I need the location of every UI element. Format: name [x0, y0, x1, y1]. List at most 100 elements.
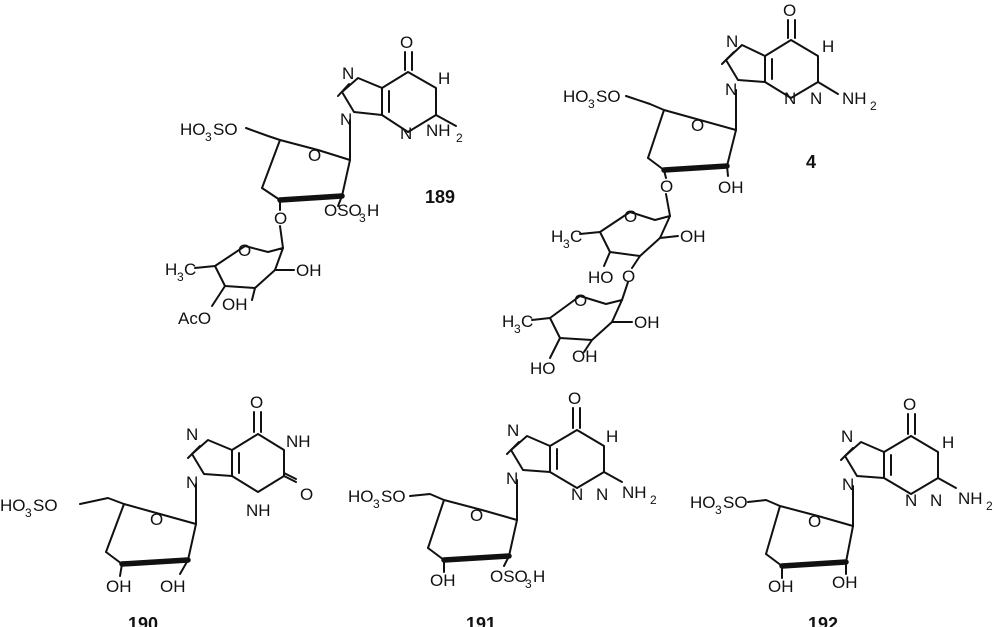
atom-label: NH	[426, 121, 451, 140]
atom-subscript: 2	[456, 131, 463, 145]
atom-label: OH	[832, 573, 858, 592]
compound-189: O H N NH 2 N N HO 3 SO O OSO 3 H O O H 3…	[165, 33, 463, 328]
compound-id-label: 190	[128, 614, 158, 627]
atom-label: AcO	[178, 309, 211, 328]
atom-label: O	[238, 241, 251, 260]
atom-label: HO	[588, 268, 614, 287]
atom-label: OSO	[490, 567, 528, 586]
atom-label: NH	[286, 432, 311, 451]
compound-190-atoms: O NH O NH N N HO 3 SO O OH OH	[0, 393, 313, 596]
compound-189-bonds	[194, 51, 457, 307]
atom-label: OH	[768, 577, 794, 596]
atom-label: N	[784, 89, 796, 108]
compound-191-atoms: O H N NH 2 N N N HO 3 SO O OH OSO 3 H	[348, 389, 657, 591]
atom-label: NH	[958, 489, 983, 508]
atom-label: O	[660, 177, 673, 196]
atom-label: N	[725, 80, 737, 99]
atom-label: OH	[222, 295, 248, 314]
atom-label: C	[570, 227, 582, 246]
atom-label: H	[942, 433, 954, 452]
atom-label: N	[930, 491, 942, 510]
atom-label: OH	[106, 577, 132, 596]
atom-label: O	[150, 510, 163, 529]
compound-id-label: 4	[806, 152, 816, 172]
atom-subscript: 3	[177, 270, 184, 284]
compound-id-label: 192	[808, 614, 838, 627]
compound-id-label: 191	[466, 614, 496, 627]
atom-label: N	[186, 425, 198, 444]
compound-191: O H N NH 2 N N N HO 3 SO O OH OSO 3 H 19…	[348, 389, 657, 627]
atom-label: O	[470, 506, 483, 525]
compound-192-bonds	[747, 413, 957, 579]
atom-subscript: 3	[525, 577, 532, 591]
atom-subscript: 3	[563, 237, 570, 251]
compound-192-atoms: O H N NH 2 N N N HO 3 SO O OH OH	[690, 395, 993, 596]
atom-subscript: 3	[588, 97, 595, 111]
atom-label: H	[551, 227, 563, 246]
atom-label: C	[184, 260, 196, 279]
atom-label: O	[250, 393, 263, 412]
atom-label: H	[822, 37, 834, 56]
atom-label: OH	[572, 347, 598, 366]
atom-label: O	[308, 146, 321, 165]
atom-label: O	[622, 267, 635, 286]
atom-label: N	[340, 110, 352, 129]
atom-label: OH	[296, 261, 322, 280]
atom-label: HO	[530, 359, 556, 378]
atom-label: N	[507, 421, 519, 440]
atom-label: SO	[596, 87, 621, 106]
atom-label: HO	[348, 487, 374, 506]
atom-label: C	[521, 312, 533, 331]
atom-label: N	[186, 473, 198, 492]
atom-label: HO	[0, 496, 26, 515]
atom-label: SO	[213, 120, 238, 139]
atom-subscript: 3	[25, 506, 32, 520]
compound-id-label: 189	[425, 187, 455, 207]
atom-label: N	[842, 475, 854, 494]
atom-label: H	[606, 427, 618, 446]
atom-subscript: 3	[359, 211, 366, 225]
compound-192: O H N NH 2 N N N HO 3 SO O OH OH 192	[690, 395, 993, 627]
atom-subscript: 3	[715, 503, 722, 517]
compound-4-atoms: O H N NH 2 N N N HO 3 SO O OH O O H 3 C …	[502, 1, 877, 378]
atom-label: HO	[690, 493, 716, 512]
atom-subscript: 2	[870, 99, 877, 113]
atom-label: N	[726, 32, 738, 51]
atom-label: SO	[723, 493, 748, 512]
atom-label: N	[400, 124, 412, 143]
atom-label: OH	[634, 313, 660, 332]
atom-label: NH	[842, 89, 867, 108]
atom-subscript: 2	[986, 499, 993, 513]
atom-label: N	[342, 64, 354, 83]
atom-label: N	[905, 491, 917, 510]
atom-subscript: 2	[650, 493, 657, 507]
atom-label: NH	[246, 501, 271, 520]
compound-4-bonds	[531, 19, 839, 359]
atom-subscript: 3	[373, 497, 380, 511]
atom-label: OH	[680, 227, 706, 246]
atom-label: OH	[160, 577, 186, 596]
atom-label: OSO	[324, 201, 362, 220]
atom-label: SO	[33, 496, 58, 515]
atom-label: H	[367, 201, 379, 220]
atom-subscript: 3	[205, 130, 212, 144]
atom-label: O	[300, 485, 313, 504]
atom-label: OH	[430, 571, 456, 590]
atom-label: O	[624, 207, 637, 226]
atom-label: NH	[622, 483, 647, 502]
compound-190: O NH O NH N N HO 3 SO O OH OH 190	[0, 393, 313, 627]
atom-label: O	[274, 209, 287, 228]
atom-label: O	[691, 116, 704, 135]
atom-subscript: 3	[514, 322, 521, 336]
atom-label: H	[502, 312, 514, 331]
atom-label: O	[808, 512, 821, 531]
atom-label: H	[165, 260, 177, 279]
atom-label: O	[400, 33, 413, 52]
atom-label: N	[596, 485, 608, 504]
atom-label: HO	[180, 120, 206, 139]
compound-4: O H N NH 2 N N N HO 3 SO O OH O O H 3 C …	[502, 1, 877, 378]
atom-label: O	[783, 1, 796, 20]
atom-label: O	[574, 291, 587, 310]
atom-label: SO	[381, 487, 406, 506]
